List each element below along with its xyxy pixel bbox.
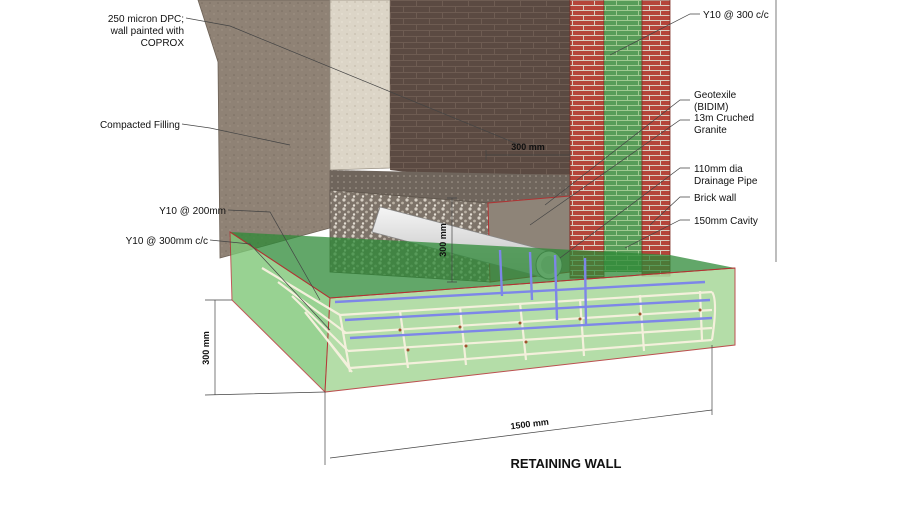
label-geotexile-line1: Geotexile (694, 90, 737, 101)
diagram-title: RETAINING WALL (511, 456, 622, 471)
label-drain-line1: 110mm dia (694, 164, 743, 175)
label-dpc-line2: wall painted with (110, 26, 184, 37)
dim-300-vertical: 300 mm (438, 223, 448, 257)
rebar-blue-bars (334, 249, 713, 340)
label-dpc-line3: COPROX (141, 38, 185, 49)
label-cavity: 150mm Cavity (694, 216, 758, 227)
label-y10-200: Y10 @ 200mm (159, 206, 226, 217)
label-compacted-filling: Compacted Filling (100, 120, 180, 131)
label-brick-wall: Brick wall (694, 193, 736, 204)
compacted-fill (197, 0, 331, 259)
rebar-ties (398, 308, 702, 352)
label-dpc-line1: 250 micron DPC; (108, 14, 184, 25)
dpc-plaster-face (329, 0, 391, 171)
leader-lines (181, 13, 700, 331)
label-y10-300cc: Y10 @ 300mm c/c (126, 236, 208, 247)
label-y10-300-top: Y10 @ 300 c/c (703, 10, 769, 21)
brick-wall-inner-skin (569, 0, 605, 279)
dimension-lines (204, 0, 777, 465)
dim-1500: 1500 mm (510, 417, 549, 432)
cavity (604, 0, 642, 272)
label-granite-line1: 13m Cruched (694, 113, 754, 124)
label-drain-line2: Drainage Pipe (694, 176, 758, 187)
label-geotexile-line2: (BIDIM) (694, 102, 728, 113)
brick-wall-outer-skin (641, 0, 671, 277)
dim-300-top: 300 mm (511, 142, 545, 152)
rebar-cage (261, 267, 717, 373)
label-granite-line2: Granite (694, 125, 727, 136)
dim-300-base: 300 mm (201, 331, 211, 365)
back-brick-wall (390, 0, 572, 192)
